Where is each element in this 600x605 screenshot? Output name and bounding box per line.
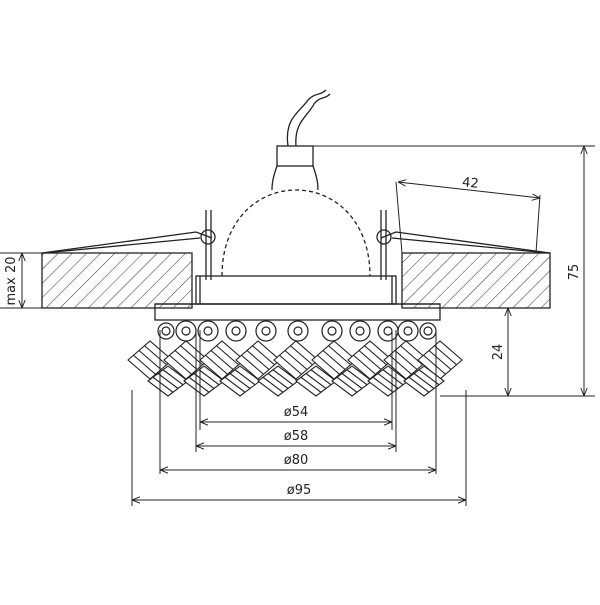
crystal-bead xyxy=(397,320,419,342)
crystal-prism xyxy=(273,340,319,380)
crystal-bead-core xyxy=(355,326,365,336)
lamp-dome xyxy=(221,189,371,277)
crystal-prism xyxy=(199,340,245,380)
crystal-bead-core xyxy=(403,326,413,336)
crystal-bead-core xyxy=(383,326,393,336)
crystal-prism xyxy=(219,365,261,397)
crystal-bead-core xyxy=(423,326,433,336)
dimension-lines xyxy=(22,146,584,506)
crystal-bead-core xyxy=(261,326,271,336)
ceiling-panel-left xyxy=(41,252,193,309)
crystal-bead xyxy=(197,320,219,342)
label-height-24: 24 xyxy=(491,344,506,361)
label-d80: ø80 xyxy=(284,453,309,468)
label-d95: ø95 xyxy=(287,483,312,498)
label-d58: ø58 xyxy=(284,429,309,444)
crystal-bead-core xyxy=(293,326,303,336)
crystal-bead-core xyxy=(231,326,241,336)
crystal-prism xyxy=(183,365,225,397)
crystal-decoration xyxy=(127,340,463,397)
crystal-bead xyxy=(321,320,343,342)
crystal-prism xyxy=(163,340,209,380)
ceiling-panel-right xyxy=(401,252,551,309)
crystal-bead xyxy=(287,320,309,342)
fixture-housing xyxy=(154,275,441,321)
crystal-bead-core xyxy=(181,326,191,336)
label-d54: ø54 xyxy=(284,405,309,420)
power-cable xyxy=(286,89,331,147)
crystal-prism xyxy=(127,340,173,380)
spring-clip-left xyxy=(41,210,216,280)
crystal-prism xyxy=(295,365,337,397)
crystal-bead xyxy=(157,322,175,340)
crystal-bead xyxy=(255,320,277,342)
crystal-bead-core xyxy=(327,326,337,336)
lamp-socket xyxy=(271,145,319,191)
crystal-prism xyxy=(311,340,357,380)
crystal-prism xyxy=(257,365,299,397)
label-height-75: 75 xyxy=(567,264,582,281)
crystal-bead xyxy=(419,322,437,340)
crystal-bead xyxy=(377,320,399,342)
label-max-20: max 20 xyxy=(4,257,19,306)
crystal-prism xyxy=(147,365,189,397)
crystal-bead-core xyxy=(161,326,171,336)
crystal-bead xyxy=(349,320,371,342)
crystal-bead xyxy=(225,320,247,342)
label-depth-42: 42 xyxy=(461,175,479,192)
crystal-bead-core xyxy=(203,326,213,336)
crystal-bead xyxy=(175,320,197,342)
spring-clip-right xyxy=(376,210,551,280)
